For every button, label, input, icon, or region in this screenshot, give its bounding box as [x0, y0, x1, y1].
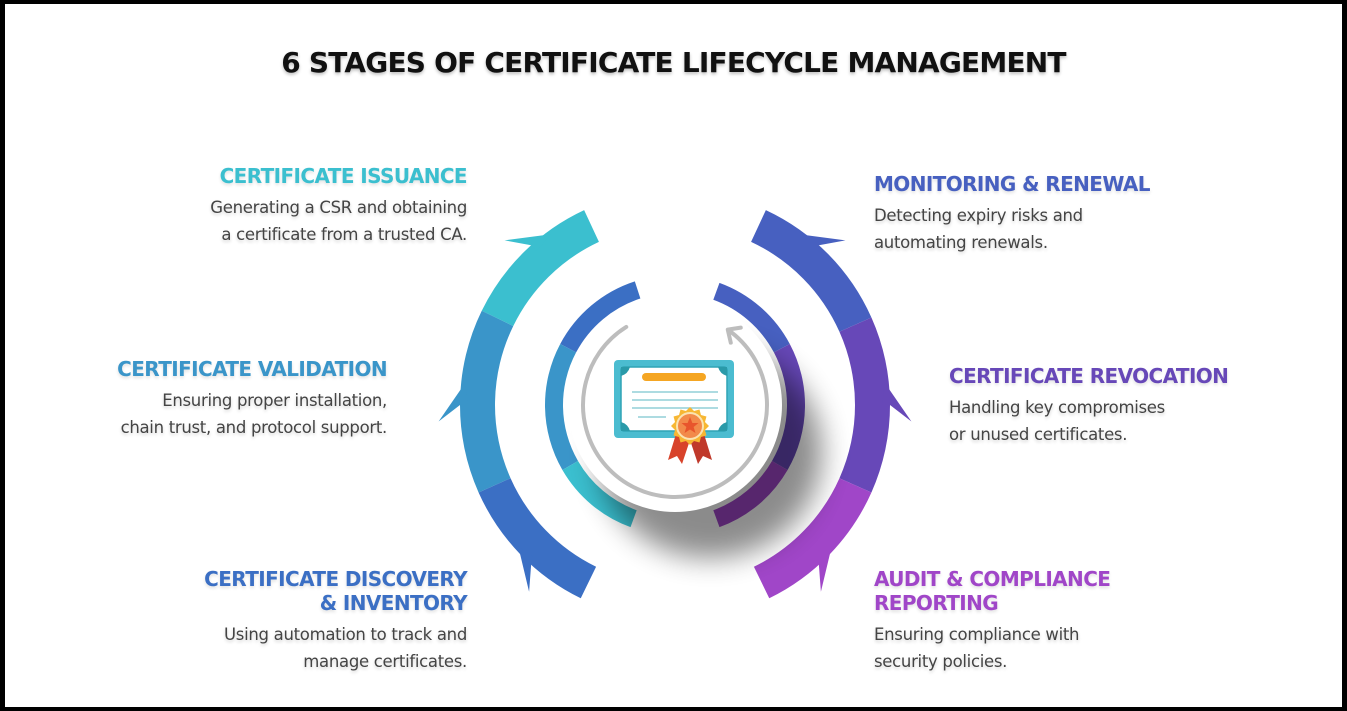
title-line: AUDIT & COMPLIANCE — [874, 567, 1111, 591]
stage-title: CERTIFICATE REVOCATION — [949, 364, 1229, 388]
arrow-tab-revocation — [882, 382, 912, 422]
arrow-tab-audit — [813, 546, 832, 592]
desc-line: security policies. — [874, 652, 1008, 671]
stage-description: Generating a CSR and obtaining a certifi… — [107, 194, 467, 248]
stage-audit-compliance-reporting: AUDIT & COMPLIANCE REPORTING Ensuring co… — [874, 567, 1234, 675]
desc-line: Detecting expiry risks and — [874, 206, 1083, 225]
desc-line: chain trust, and protocol support. — [120, 418, 388, 437]
desc-line: Ensuring compliance with — [874, 625, 1080, 644]
inner-segment-validation — [545, 343, 579, 470]
stage-title: CERTIFICATE VALIDATION — [117, 357, 387, 381]
arrow-tab-discovery — [518, 546, 537, 592]
outer-segment-issuance — [481, 210, 599, 327]
outer-ring — [438, 210, 912, 599]
arrow-tab-monitoring — [799, 234, 846, 252]
inner-segment-discovery — [560, 281, 641, 353]
stage-monitoring-renewal: MONITORING & RENEWAL Detecting expiry ri… — [874, 172, 1234, 256]
outer-segment-audit — [753, 478, 872, 599]
desc-line: Handling key compromises — [949, 398, 1165, 417]
desc-line: a certificate from a trusted CA. — [221, 225, 467, 244]
arrow-tab-issuance — [504, 234, 551, 252]
stage-certificate-revocation: CERTIFICATE REVOCATION Handling key comp… — [949, 364, 1329, 448]
outer-segment-revocation — [839, 317, 890, 493]
title-line: REPORTING — [874, 591, 999, 615]
stage-description: Ensuring compliance with security polici… — [874, 621, 1234, 675]
stage-certificate-validation: CERTIFICATE VALIDATION Ensuring proper i… — [27, 357, 387, 441]
title-line: & INVENTORY — [319, 591, 468, 615]
outer-segment-discovery — [478, 478, 597, 599]
stage-title: CERTIFICATE DISCOVERY & INVENTORY — [107, 567, 467, 615]
stage-title: AUDIT & COMPLIANCE REPORTING — [874, 567, 1234, 615]
title-line: CERTIFICATE DISCOVERY — [204, 567, 467, 591]
stage-certificate-issuance: CERTIFICATE ISSUANCE Generating a CSR an… — [107, 164, 467, 248]
desc-line: manage certificates. — [303, 652, 467, 671]
desc-line: automating renewals. — [874, 233, 1048, 252]
stage-description: Ensuring proper installation, chain trus… — [27, 387, 388, 441]
desc-line: Using automation to track and — [224, 625, 467, 644]
outer-segment-monitoring — [751, 210, 872, 332]
desc-line: or unused certificates. — [949, 425, 1128, 444]
arrow-tab-validation — [438, 382, 468, 422]
stage-description: Detecting expiry risks and automating re… — [874, 202, 1234, 256]
stage-description: Using automation to track and manage cer… — [107, 621, 467, 675]
stage-title: CERTIFICATE ISSUANCE — [219, 164, 468, 188]
stage-title: MONITORING & RENEWAL — [874, 172, 1151, 196]
desc-line: Generating a CSR and obtaining — [210, 198, 467, 217]
lifecycle-wheel — [438, 210, 912, 599]
outer-segment-validation — [460, 310, 514, 493]
inner-segment-monitoring — [713, 282, 790, 353]
certificate-icon — [614, 360, 734, 464]
page-title: 6 STAGES OF CERTIFICATE LIFECYCLE MANAGE… — [281, 46, 1066, 79]
infographic-canvas: 6 STAGES OF CERTIFICATE LIFECYCLE MANAGE… — [5, 4, 1342, 707]
stage-description: Handling key compromises or unused certi… — [949, 394, 1329, 448]
desc-line: Ensuring proper installation, — [162, 391, 387, 410]
circular-arrow-icon — [581, 324, 769, 499]
stage-certificate-discovery-inventory: CERTIFICATE DISCOVERY & INVENTORY Using … — [107, 567, 467, 675]
